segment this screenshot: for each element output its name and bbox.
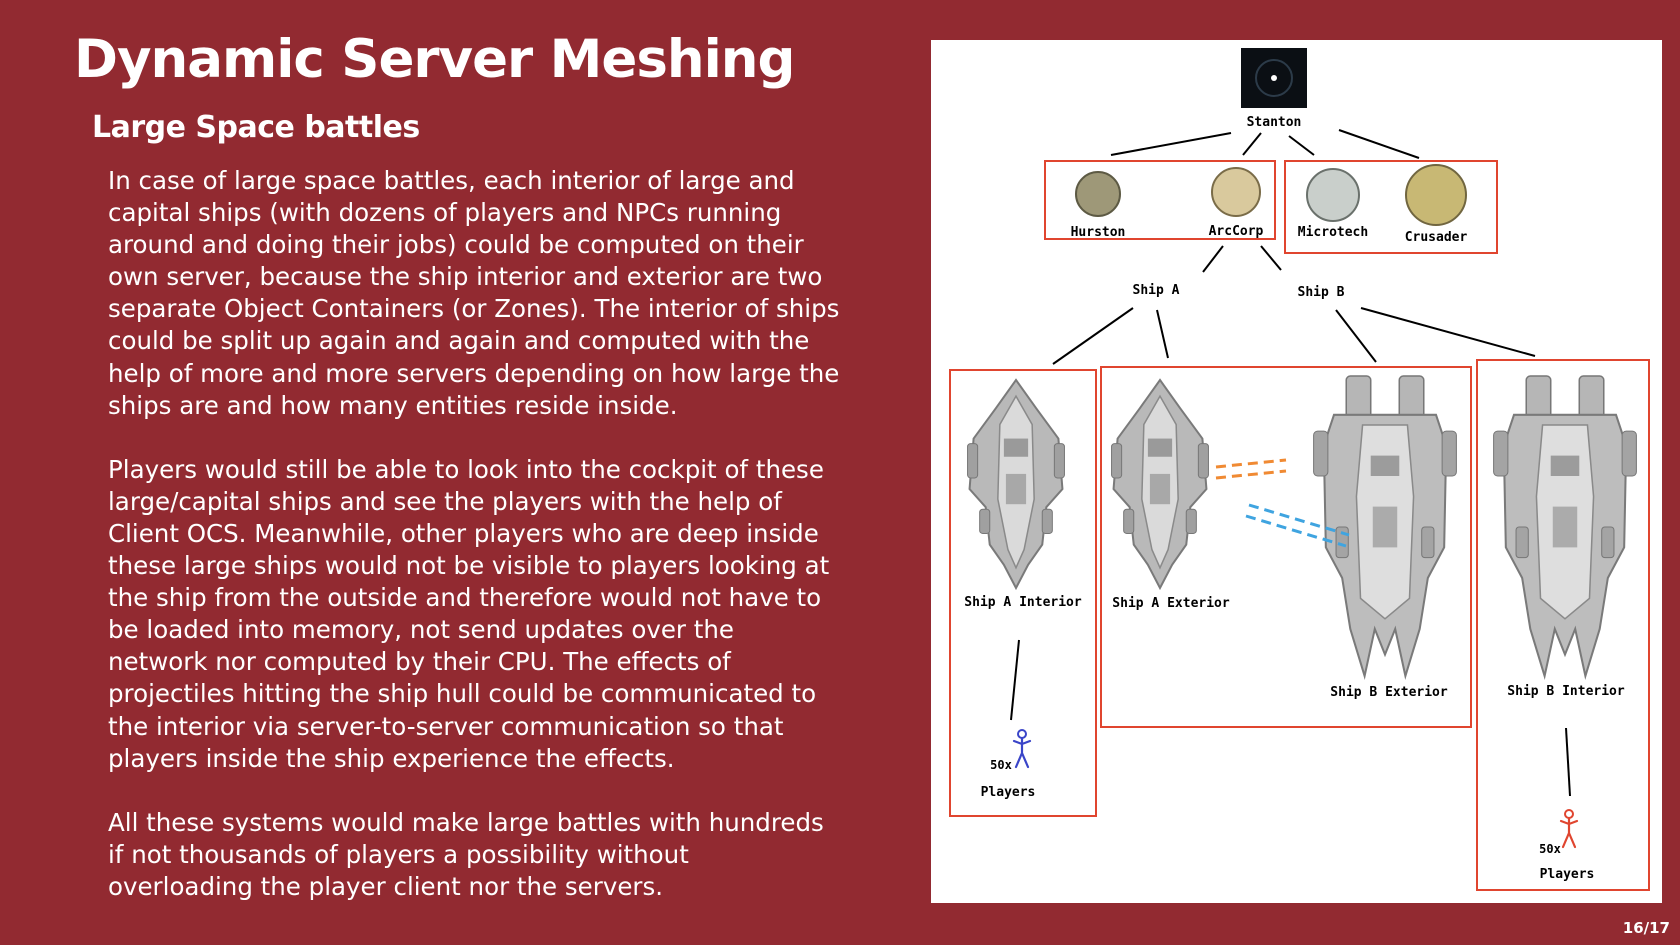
ship-a-exterior-image — [1110, 378, 1210, 590]
paragraph-2: Players would still be able to look into… — [108, 454, 830, 773]
arccorp-planet-icon — [1211, 167, 1261, 217]
person-icon-red — [1559, 808, 1579, 849]
crusader-label: Crusader — [1405, 230, 1468, 245]
ship-exteriors-box — [1100, 366, 1472, 728]
players-left-link — [1010, 639, 1020, 721]
root-links — [1110, 129, 1420, 159]
ship-a-interior-label: Ship A Interior — [964, 595, 1082, 610]
slide-title: Dynamic Server Meshing — [74, 29, 795, 90]
ship-b-label: Ship B — [1298, 285, 1345, 300]
players-right-link — [1565, 727, 1571, 797]
ship-a-label: Ship A — [1133, 283, 1180, 298]
orange-projectile-links — [1215, 458, 1287, 480]
planet-group-left-box — [1044, 160, 1276, 240]
paragraph-3: All these systems would make large battl… — [108, 807, 824, 901]
players-right-count: 50x — [1539, 842, 1561, 856]
paragraph-1: In case of large space battles, each int… — [108, 166, 840, 420]
planet-microtech: Microtech — [1298, 168, 1368, 240]
ship-b-interior-image — [1492, 374, 1638, 677]
crusader-planet-icon — [1405, 164, 1467, 226]
ship-b-exterior-image — [1312, 374, 1458, 677]
stanton-label: Stanton — [1247, 115, 1302, 130]
hurston-planet-icon — [1075, 171, 1121, 217]
hurston-label: Hurston — [1071, 225, 1126, 240]
ship-a-exterior-label: Ship A Exterior — [1112, 596, 1230, 611]
players-right-group: 50x Players — [1539, 808, 1595, 882]
arccorp-label: ArcCorp — [1209, 224, 1264, 239]
players-left-count: 50x — [990, 758, 1012, 772]
arccorp-links — [1202, 245, 1282, 273]
players-right-label: Players — [1540, 867, 1595, 882]
page-number: 16/17 — [1622, 919, 1670, 937]
blue-projectile-links — [1245, 503, 1350, 548]
diagram-svg: Stanton Hurston ArcCorp Microtech Crusad… — [949, 48, 1650, 891]
players-left-group: 50x Players — [981, 728, 1036, 800]
stanton-node: Stanton — [1241, 48, 1307, 130]
person-icon-blue — [1012, 728, 1032, 769]
planet-hurston: Hurston — [1071, 171, 1126, 240]
microtech-label: Microtech — [1298, 225, 1368, 240]
ship-b-exterior-label: Ship B Exterior — [1330, 685, 1448, 700]
ship-a-interior-image — [966, 378, 1066, 590]
stanton-star-icon — [1271, 75, 1277, 81]
players-left-label: Players — [981, 785, 1036, 800]
body-text: In case of large space battles, each int… — [108, 165, 918, 935]
server-mesh-diagram: Stanton Hurston ArcCorp Microtech Crusad… — [931, 40, 1662, 903]
ship-b-interior-label: Ship B Interior — [1507, 684, 1625, 699]
slide-subtitle: Large Space battles — [92, 110, 420, 145]
microtech-planet-icon — [1306, 168, 1360, 222]
planet-group-right-box — [1284, 160, 1498, 254]
ship-b-interior-box — [1476, 359, 1650, 891]
ship-a-interior-box — [949, 369, 1097, 817]
ship-links — [1052, 307, 1536, 365]
planet-crusader: Crusader — [1405, 164, 1468, 245]
planet-arccorp: ArcCorp — [1209, 167, 1264, 239]
